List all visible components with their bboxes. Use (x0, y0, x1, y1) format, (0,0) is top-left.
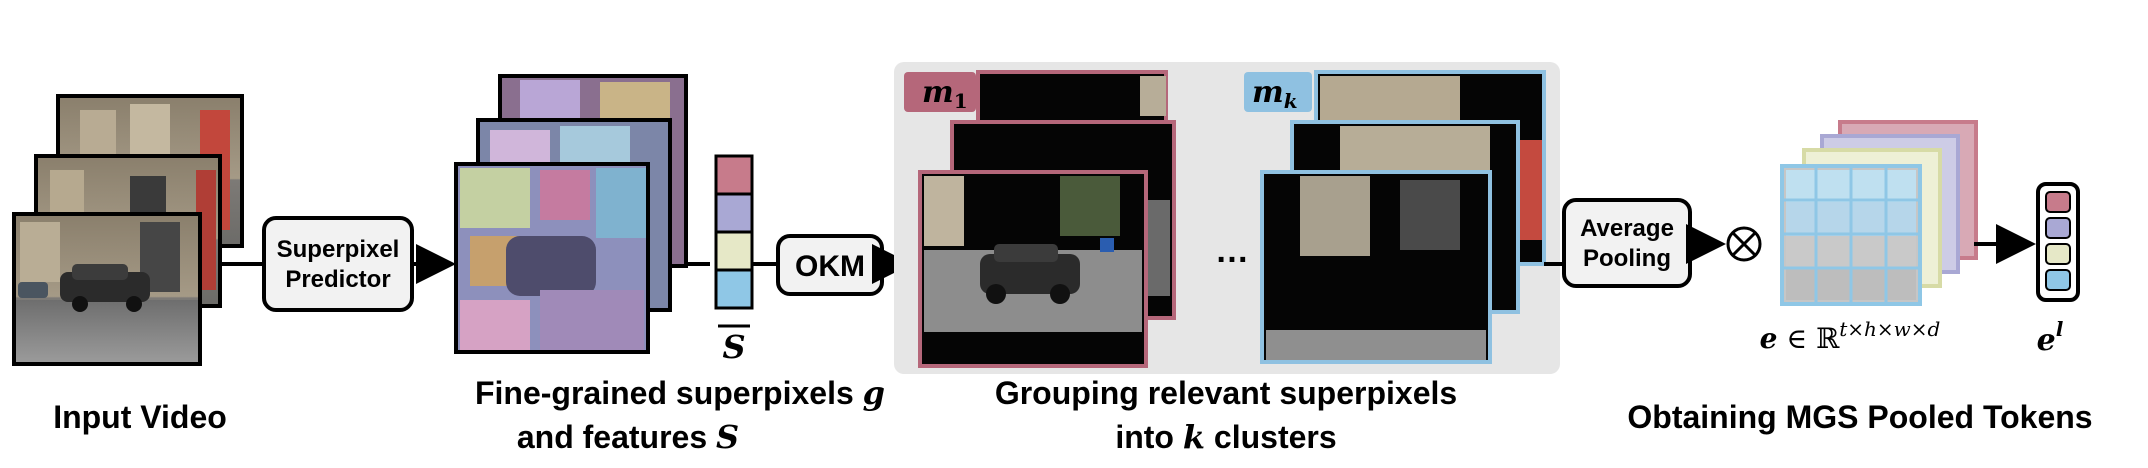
grouping-caption-1: Grouping relevant superpixels (995, 375, 1457, 411)
superpixel-frame-icon (454, 162, 650, 354)
mask-m1-text: m1 (922, 75, 968, 113)
output-label: el (2037, 317, 2064, 358)
mask-label-m1 (904, 72, 976, 112)
average-pooling-box: Average Pooling (1562, 198, 1692, 288)
video-frame-icon (12, 212, 202, 366)
superpixel-stack (454, 74, 688, 354)
input-video-stack (12, 94, 244, 366)
okm-label: OKM (795, 250, 865, 283)
otimes-icon (1726, 226, 1762, 262)
fine-grained-caption-2: and features S (517, 418, 739, 456)
mask-label-mk (1244, 72, 1312, 112)
mask-mk-text: mk (1252, 75, 1298, 113)
output-token-vector (2036, 182, 2080, 302)
tensor-label: e ∈ ℝt×h×w×d (1760, 317, 1941, 355)
average-pooling-label-1: Average (1580, 215, 1674, 242)
ellipsis: … (1215, 232, 1249, 270)
superpixel-predictor-label-2: Predictor (285, 266, 390, 293)
grouping-caption-2: into k clusters (1115, 418, 1336, 456)
superpixel-predictor-box: Superpixel Predictor (262, 216, 414, 312)
cluster-m1-stack: m1 (904, 70, 1176, 368)
tensor-slice-front (1780, 164, 1922, 306)
masked-frame-icon (1260, 170, 1492, 364)
pooled-feature-vector (714, 154, 754, 310)
pooled-vector-label: S (722, 328, 745, 366)
average-pooling-label-2: Pooling (1583, 245, 1671, 272)
tensor-stack (1780, 120, 1978, 306)
fine-grained-caption-1: Fine-grained superpixels g (475, 374, 885, 412)
okm-box: OKM (776, 234, 884, 296)
masked-frame-icon (918, 170, 1148, 368)
input-video-caption: Input Video (53, 399, 227, 435)
obtaining-caption: Obtaining MGS Pooled Tokens (1627, 399, 2092, 435)
superpixel-predictor-label-1: Superpixel (277, 236, 400, 263)
cluster-mk-stack: mk (1244, 70, 1546, 364)
